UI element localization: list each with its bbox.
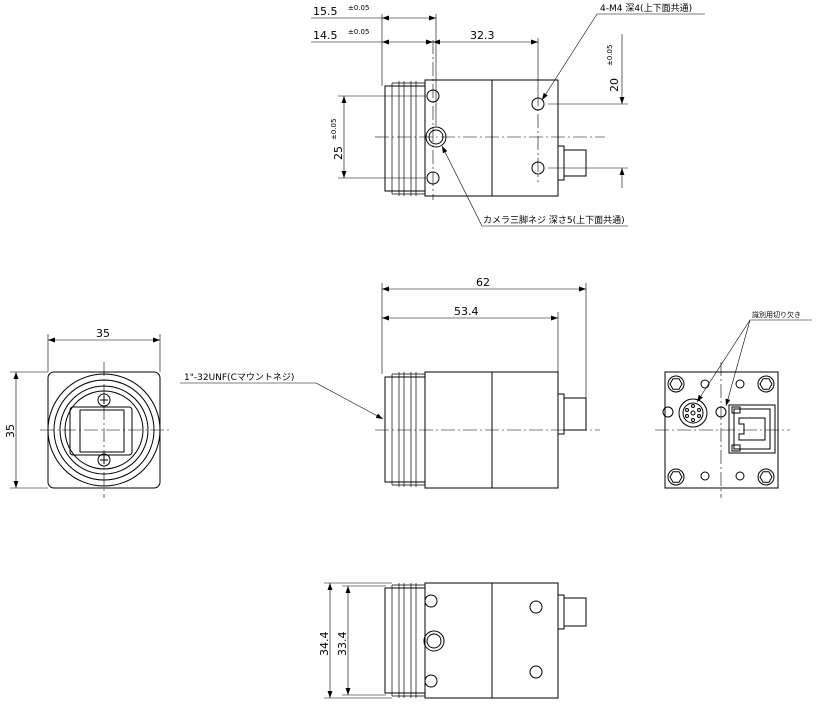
dim-25: 25 <box>332 146 345 160</box>
m4-hole-icon <box>529 665 543 679</box>
io-connector-icon <box>678 398 708 428</box>
hex-screw-icon <box>667 375 685 393</box>
m4-hole-icon <box>424 674 438 688</box>
mount-holes-label: 4-M4 深4(上下面共通) <box>600 3 692 14</box>
side-view: 62 53.4 1"-32UNF(Cマウントネジ) <box>180 276 600 489</box>
dim-33-4: 33.4 <box>336 632 349 657</box>
dim-62: 62 <box>476 276 490 289</box>
rear-view: 識別用切り欠き <box>655 310 812 498</box>
hex-screw-icon <box>757 468 775 486</box>
dim-53-4: 53.4 <box>454 305 479 318</box>
dim-15-5: 15.5 <box>313 5 338 18</box>
dim-34-4: 34.4 <box>318 632 331 657</box>
c-mount-label: 1"-32UNF(Cマウントネジ) <box>184 372 294 383</box>
ethernet-port-icon <box>728 404 776 454</box>
dim-35-width: 35 <box>96 327 110 340</box>
dim-14-5: 14.5 <box>313 29 338 42</box>
tol-20: ±0.05 <box>606 45 614 66</box>
top-view: 15.5 ±0.05 14.5 ±0.05 32.3 4-M4 深4(上下面共通… <box>311 3 705 227</box>
dim-32-3: 32.3 <box>470 29 495 42</box>
dim-20: 20 <box>608 78 621 92</box>
m4-hole-icon <box>424 594 438 608</box>
tol-15-5: ±0.05 <box>348 4 369 12</box>
m4-hole-icon <box>529 600 543 614</box>
front-view: 35 35 <box>4 327 172 498</box>
tol-14-5: ±0.05 <box>348 28 369 36</box>
hex-screw-icon <box>667 468 685 486</box>
tripod-hole-icon <box>423 630 445 652</box>
cutout-label: 識別用切り欠き <box>752 310 801 319</box>
dim-35-height: 35 <box>4 424 17 438</box>
bottom-view: 34.4 33.4 <box>318 582 587 699</box>
hex-screw-icon <box>757 375 775 393</box>
tol-25: ±0.05 <box>330 119 338 140</box>
tripod-screw-label: カメラ三脚ネジ 深さ5(上下面共通) <box>483 215 625 226</box>
